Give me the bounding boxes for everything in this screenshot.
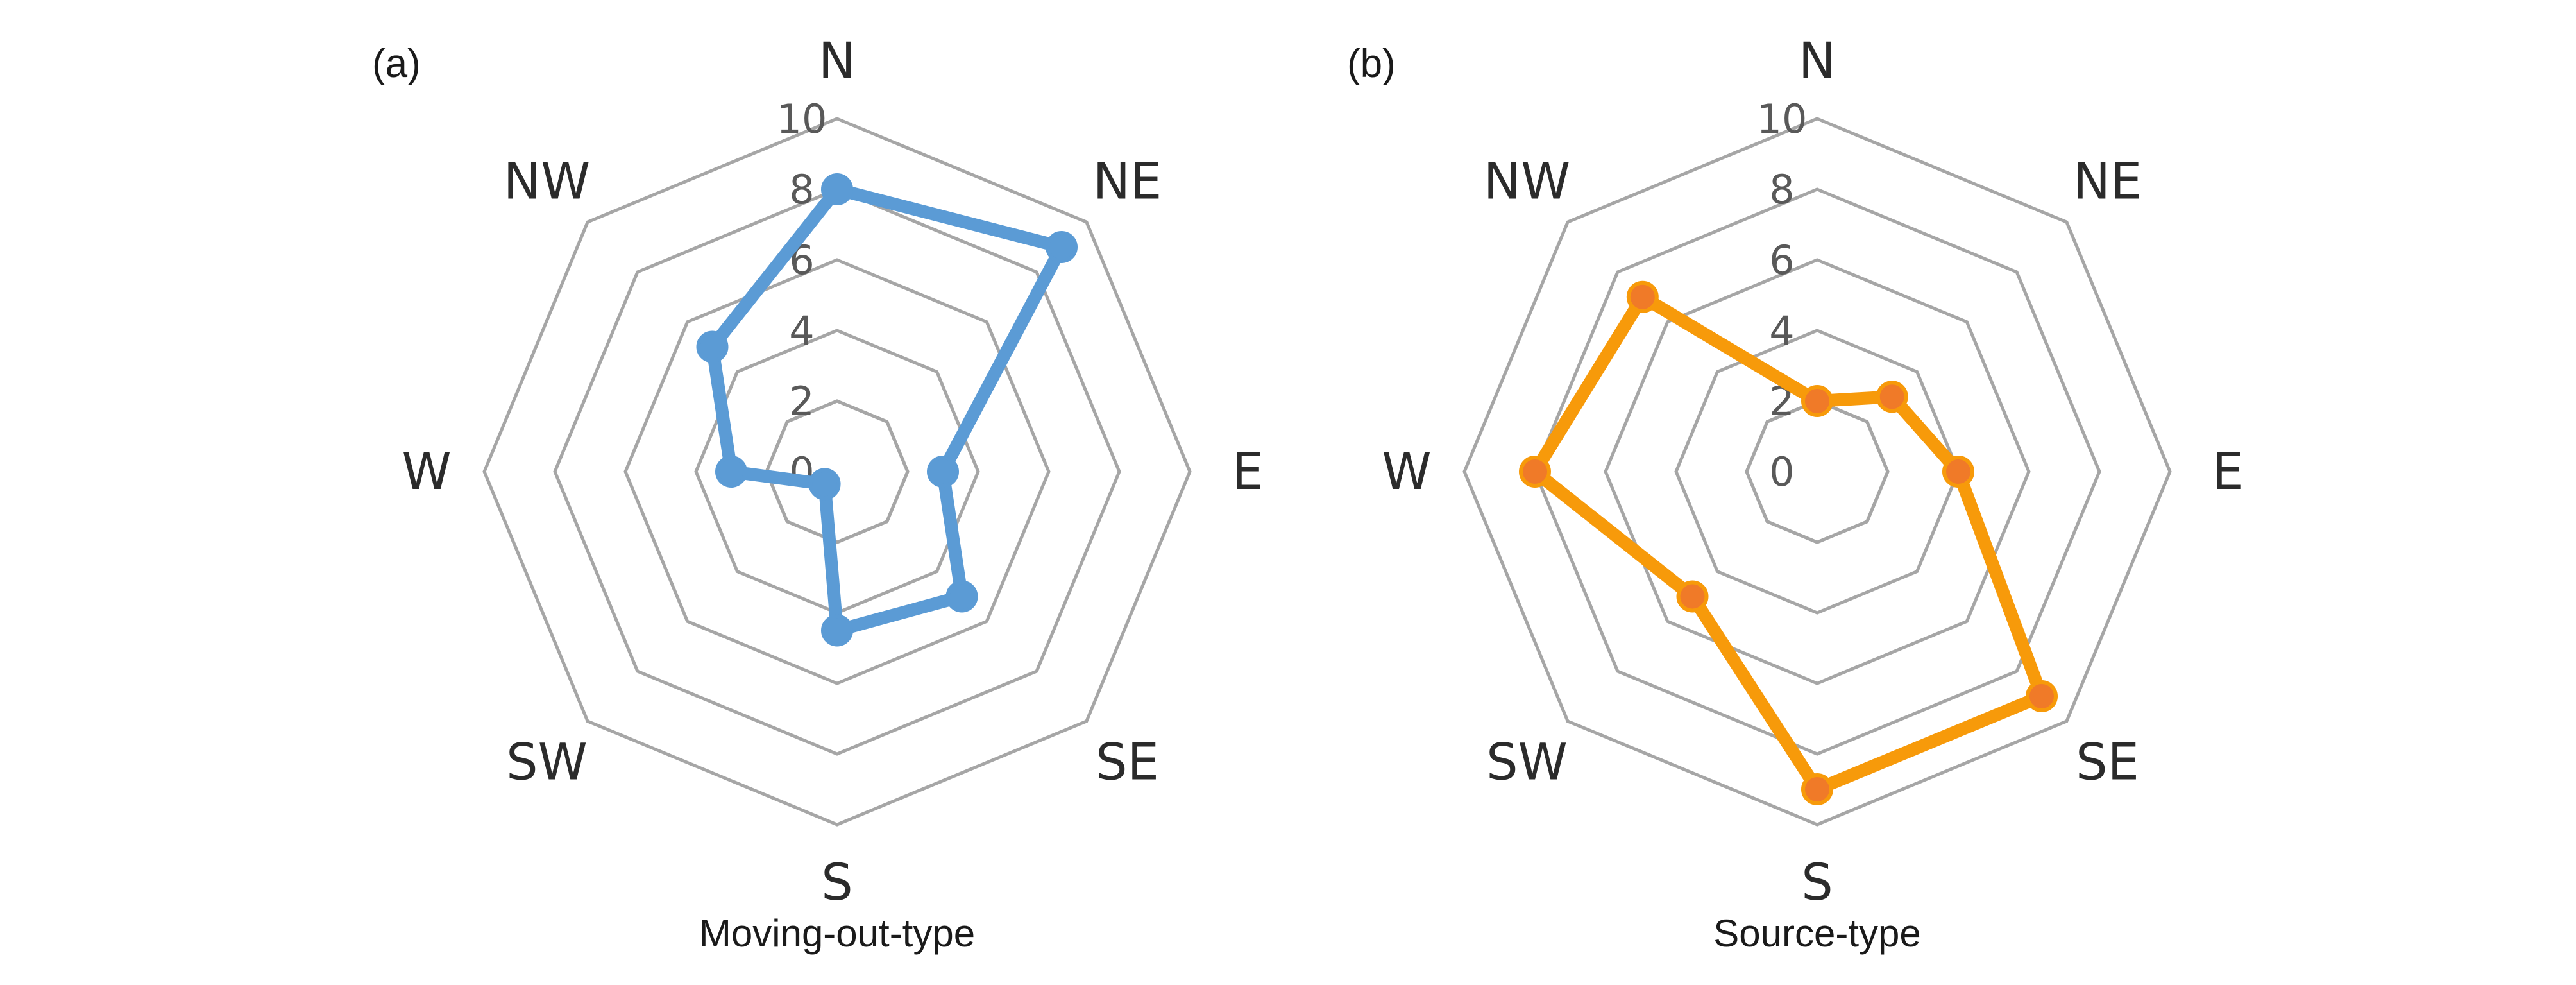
data-point-n: [1801, 385, 1833, 417]
tick-label-4: 8: [789, 166, 814, 213]
data-point-sw: [808, 468, 841, 501]
panel-label: (b): [1347, 42, 1396, 86]
direction-label-sw: SW: [1486, 734, 1568, 792]
data-point-sw: [1676, 580, 1709, 613]
tick-label-1: 2: [789, 378, 814, 425]
data-point-n: [821, 173, 853, 205]
direction-label-se: SE: [1096, 734, 1159, 792]
data-point-se: [2026, 680, 2058, 712]
grid-ring-inner: [765, 399, 910, 544]
data-point-s: [1801, 773, 1833, 805]
data-point-w: [1519, 456, 1551, 488]
direction-label-ne: NE: [2073, 153, 2142, 211]
direction-label-e: E: [1232, 443, 1263, 501]
data-point-ne: [1876, 381, 1908, 413]
data-point-ne: [1046, 231, 1078, 263]
data-point-e: [927, 456, 959, 488]
direction-label-w: W: [402, 443, 451, 501]
chart-caption: Source-type: [1713, 912, 1921, 955]
data-point-w: [715, 456, 747, 488]
direction-label-nw: NW: [1484, 153, 1570, 211]
grid-ring-3: [1604, 258, 2031, 685]
tick-label-5: 10: [777, 96, 827, 142]
direction-label-se: SE: [2076, 734, 2139, 792]
grid-ring-2: [1674, 329, 1960, 615]
direction-label-sw: SW: [506, 734, 588, 792]
direction-label-e: E: [2212, 443, 2243, 501]
data-point-se: [945, 580, 978, 613]
direction-label-w: W: [1382, 443, 1431, 501]
data-point-nw: [1626, 280, 1659, 313]
direction-label-n: N: [1799, 33, 1836, 90]
data-point-nw: [696, 330, 729, 363]
tick-label-2: 4: [789, 307, 814, 354]
data-point-s: [821, 614, 853, 647]
direction-label-nw: NW: [504, 153, 590, 211]
data-point-e: [1942, 456, 1974, 488]
chart-caption: Moving-out-type: [699, 912, 975, 955]
grid-ring-5: [482, 117, 1192, 827]
tick-label-5: 10: [1757, 96, 1808, 142]
tick-label-2: 4: [1769, 307, 1794, 354]
direction-label-n: N: [818, 33, 856, 90]
direction-label-s: S: [821, 854, 853, 912]
direction-label-ne: NE: [1093, 153, 1162, 211]
grid-ring-4: [1533, 187, 2101, 756]
direction-label-s: S: [1801, 854, 1833, 912]
grid-ring-inner: [1745, 399, 1890, 544]
grid-ring-5: [1462, 117, 2172, 827]
panel-label: (a): [372, 42, 421, 86]
grid-ring-3: [623, 258, 1051, 685]
tick-label-4: 8: [1769, 166, 1794, 213]
series-line-0: [1529, 290, 2048, 796]
tick-label-0: 0: [1769, 449, 1794, 495]
tick-label-3: 6: [1769, 237, 1794, 284]
grid-ring-4: [553, 187, 1121, 756]
